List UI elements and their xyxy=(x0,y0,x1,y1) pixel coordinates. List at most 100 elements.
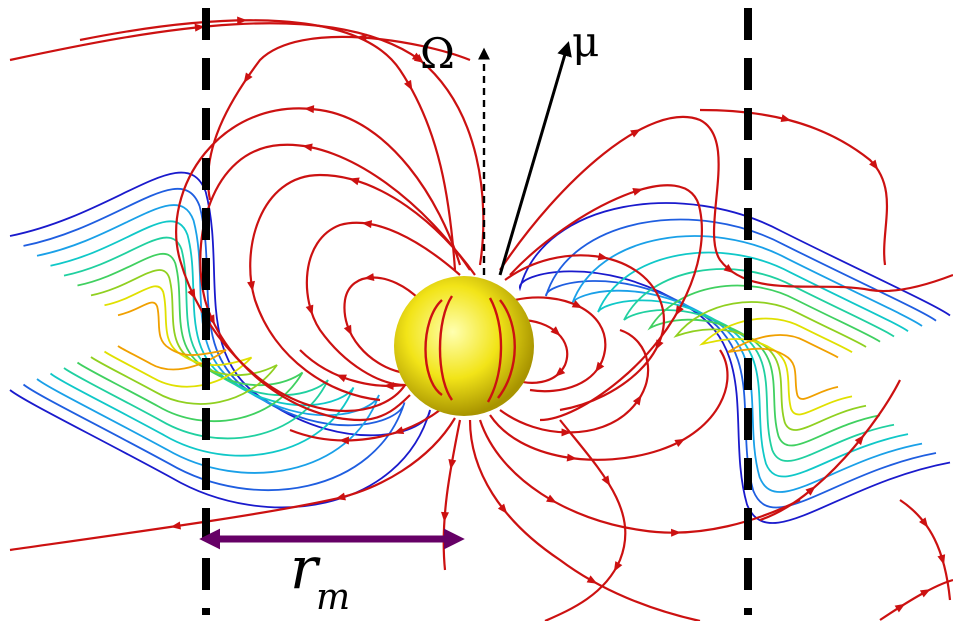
field-line xyxy=(759,379,901,522)
field-line xyxy=(504,254,666,412)
disk-contour-right xyxy=(571,235,923,493)
field-arrowhead xyxy=(555,367,566,377)
field-arrowhead xyxy=(383,381,394,390)
field-line xyxy=(514,296,607,393)
field-arrowhead xyxy=(411,52,423,62)
field-line xyxy=(699,108,888,266)
star-surface-field-lines xyxy=(424,295,516,403)
radius-label: r xyxy=(290,534,321,602)
field-arrowhead xyxy=(363,273,375,282)
field-line xyxy=(305,221,461,387)
field-line-arrowheads xyxy=(170,16,946,613)
field-arrowhead xyxy=(595,361,605,373)
disk-contour-left xyxy=(22,187,406,491)
disk-contour-left xyxy=(36,204,380,474)
field-line xyxy=(499,328,650,434)
field-arrowhead xyxy=(869,159,879,171)
field-arrowhead xyxy=(571,300,583,309)
field-line xyxy=(879,578,953,621)
field-line xyxy=(9,417,456,552)
corotation-boundaries xyxy=(202,8,752,615)
field-arrowhead xyxy=(632,394,642,406)
field-line xyxy=(489,349,729,461)
field-line xyxy=(442,419,462,571)
field-line xyxy=(468,419,701,621)
field-arrowhead xyxy=(404,79,413,91)
disk-contour-right xyxy=(545,218,937,509)
field-line xyxy=(544,419,627,621)
disk-contour-right xyxy=(647,284,881,447)
field-arrowhead xyxy=(561,428,572,437)
field-arrowhead xyxy=(655,339,664,351)
field-arrowhead xyxy=(566,453,578,462)
field-line xyxy=(343,276,421,374)
field-line xyxy=(9,22,485,266)
field-arrowhead xyxy=(919,589,931,598)
disk-contour-right xyxy=(597,251,909,478)
field-arrowhead xyxy=(243,72,253,84)
accretion-disk-contours xyxy=(9,171,951,524)
field-arrowhead xyxy=(919,517,929,528)
field-arrowhead xyxy=(632,188,644,196)
field-arrowhead xyxy=(194,23,205,32)
field-arrowhead xyxy=(338,436,349,445)
field-line xyxy=(206,35,471,201)
field-line xyxy=(249,173,476,402)
field-arrowhead xyxy=(723,263,734,274)
disk-contour-right xyxy=(519,202,951,524)
field-arrowhead xyxy=(671,528,682,537)
field-arrowhead xyxy=(854,434,865,446)
field-arrowhead xyxy=(356,33,367,42)
field-arrowhead xyxy=(361,220,373,229)
field-arrowhead xyxy=(630,129,641,138)
field-line xyxy=(499,115,953,293)
field-arrowhead xyxy=(674,438,686,448)
disk-contour-left xyxy=(9,171,431,509)
field-line xyxy=(199,143,471,422)
disk-contour-left xyxy=(76,252,304,423)
field-arrowhead xyxy=(305,304,314,316)
field-arrowhead xyxy=(393,426,405,434)
field-arrowhead xyxy=(601,475,611,486)
field-arrowhead xyxy=(894,603,906,613)
field-arrowhead xyxy=(343,324,352,336)
disk-contour-left xyxy=(63,236,329,440)
field-arrowhead xyxy=(805,486,816,496)
mu-label: μ xyxy=(572,17,599,66)
neutron-star xyxy=(394,276,534,416)
field-arrowhead xyxy=(336,374,347,383)
field-arrowhead xyxy=(613,561,623,572)
field-arrowhead xyxy=(597,252,609,261)
field-arrowhead xyxy=(303,105,315,114)
field-arrowhead xyxy=(937,554,946,565)
disk-contour-right xyxy=(673,301,867,431)
field-arrowhead xyxy=(170,521,181,530)
field-arrowhead xyxy=(675,305,684,316)
field-arrowhead xyxy=(441,511,449,523)
field-line xyxy=(175,107,462,413)
field-line xyxy=(79,19,457,271)
field-arrowhead xyxy=(448,458,457,470)
field-line xyxy=(478,419,801,534)
disk-contour-right xyxy=(727,334,839,400)
disk-contour-left xyxy=(90,269,278,405)
field-arrowhead xyxy=(546,494,557,503)
disk-contour-left xyxy=(103,285,253,388)
radius-subscript: m xyxy=(316,577,350,618)
field-arrowhead xyxy=(780,114,792,123)
field-line xyxy=(289,409,441,442)
field-arrowhead xyxy=(247,280,255,292)
field-arrowhead xyxy=(550,326,561,336)
field-arrowhead xyxy=(348,177,360,186)
field-arrowhead xyxy=(237,16,248,25)
field-line xyxy=(899,499,952,601)
axes xyxy=(478,41,572,276)
field-line xyxy=(514,318,569,384)
field-arrowhead xyxy=(586,575,598,584)
omega-label: Ω xyxy=(420,29,455,78)
field-arrowhead xyxy=(335,492,346,501)
mu-axis-line xyxy=(498,41,572,276)
disk-contour-right xyxy=(698,317,853,416)
disk-contour-left xyxy=(117,301,227,371)
